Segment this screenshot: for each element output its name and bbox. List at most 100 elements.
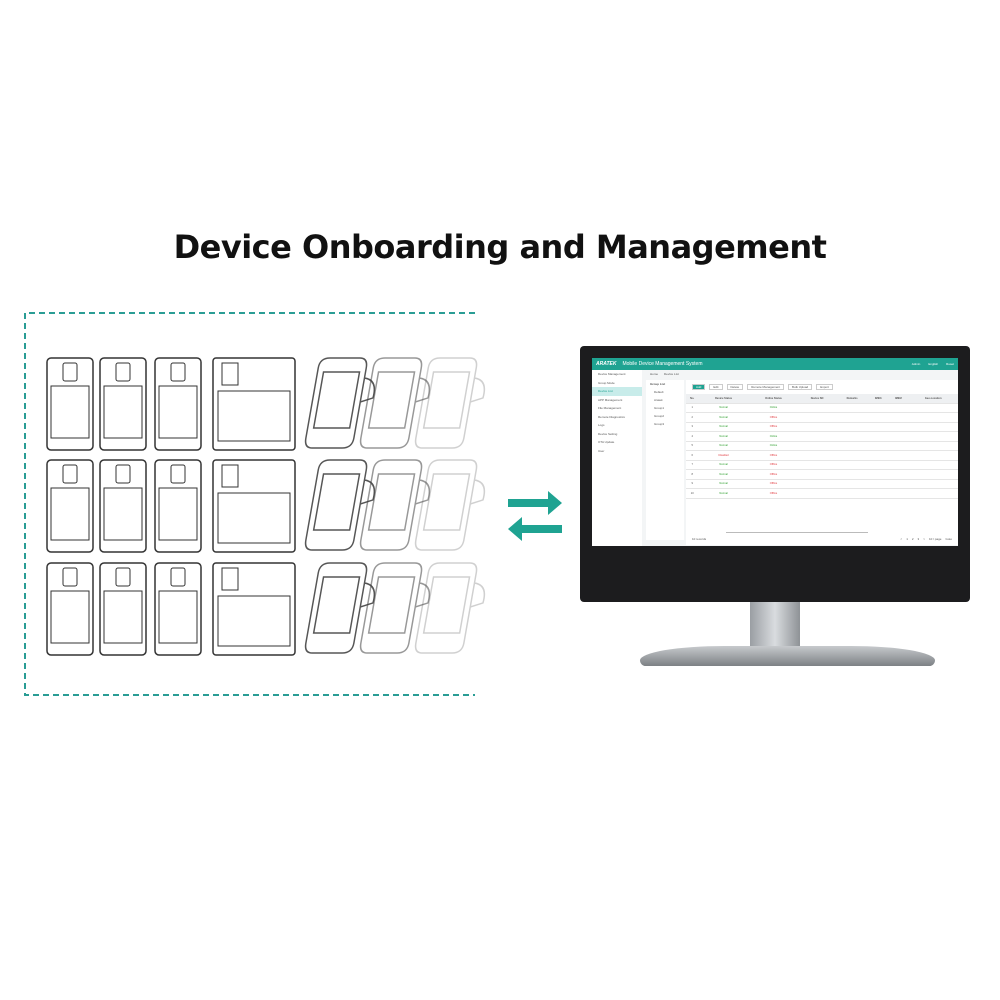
fingerprint-sensor-icon: [115, 362, 131, 382]
fingerprint-sensor-icon: [62, 567, 78, 587]
table-cell: [888, 441, 909, 451]
table-cell: [835, 460, 869, 470]
sidebar-item[interactable]: File Management: [598, 406, 622, 410]
horizontal-scrollbar[interactable]: [726, 531, 868, 533]
fingerprint-sensor-icon: [62, 464, 78, 484]
sidebar-item[interactable]: Logs: [598, 423, 605, 427]
table-cell: [888, 422, 909, 432]
toolbar-button[interactable]: Remote Management: [747, 384, 785, 390]
pager-item[interactable]: 1: [906, 537, 908, 541]
phone-device: [46, 459, 94, 553]
phone-device: [46, 357, 94, 451]
table-cell: [908, 441, 958, 451]
table-cell: Normal: [698, 469, 749, 480]
table-cell: [908, 422, 958, 432]
phone-device: [99, 357, 147, 451]
table-cell: 9: [686, 479, 699, 489]
phone-screen: [50, 590, 90, 644]
table-cell: [868, 412, 889, 423]
table-cell: [908, 460, 958, 470]
table-cell: [888, 460, 909, 470]
fingerprint-sensor-icon: [115, 464, 131, 484]
tablet-device: [212, 459, 296, 553]
bidirectional-arrows-icon: [508, 491, 562, 541]
tablet-device: [212, 357, 296, 451]
fingerprint-sensor-icon: [221, 362, 239, 386]
group-item[interactable]: Group1: [654, 406, 665, 410]
tab[interactable]: Device List: [664, 372, 679, 376]
table-cell: [798, 403, 836, 413]
pager-item[interactable]: 10 / page: [928, 537, 942, 541]
table-cell: Online: [748, 441, 799, 451]
sidebar-item[interactable]: Device Setting: [598, 431, 618, 436]
group-list-title: Group List: [650, 382, 666, 386]
group-item[interactable]: Group3: [654, 422, 665, 426]
header-action[interactable]: Reset: [946, 362, 954, 366]
handheld-device: [414, 562, 486, 654]
table-cell: [868, 441, 889, 451]
header-action[interactable]: English: [928, 362, 939, 366]
table-cell: [798, 412, 836, 423]
handheld-device: [304, 459, 376, 551]
phone-device: [99, 562, 147, 656]
toolbar-button[interactable]: Add: [692, 384, 706, 390]
sidebar-item[interactable]: Group Mode: [598, 380, 615, 385]
pager-item[interactable]: >: [923, 537, 925, 541]
table-cell: [798, 431, 836, 442]
pager-item[interactable]: 2: [911, 537, 914, 541]
phone-device: [154, 562, 202, 656]
tablet-screen: [217, 390, 291, 442]
sidebar-item[interactable]: OTA Update: [598, 440, 615, 444]
header-action[interactable]: Admin: [911, 362, 921, 366]
table-cell: [868, 479, 889, 489]
column-header: IMEI2: [888, 394, 909, 404]
fingerprint-sensor-icon: [221, 464, 239, 488]
toolbar-button[interactable]: Delete: [726, 384, 744, 390]
pager-item[interactable]: 3: [917, 537, 920, 541]
phone-screen: [103, 385, 143, 439]
group-item[interactable]: Default: [654, 390, 664, 394]
table-cell: 4: [686, 431, 699, 442]
toolbar-button[interactable]: Edit: [709, 384, 723, 390]
table-cell: [908, 469, 958, 480]
pager-item[interactable]: <: [900, 537, 903, 541]
phone-screen: [103, 487, 143, 541]
tablet-screen: [217, 595, 291, 647]
sidebar-item[interactable]: Device List: [592, 387, 642, 396]
table-cell: 8: [686, 469, 699, 480]
group-item[interactable]: Group2: [654, 414, 665, 418]
total-records: 10 records: [692, 537, 707, 541]
sidebar-item[interactable]: APP Management: [598, 397, 623, 402]
column-header: No.: [686, 394, 699, 404]
group-item[interactable]: Aratek: [654, 398, 663, 402]
phone-device: [99, 459, 147, 553]
table-cell: Offline: [748, 488, 799, 499]
pager-item[interactable]: Goto: [945, 537, 952, 541]
sidebar-item[interactable]: Remote Diagnostics: [598, 414, 625, 419]
handheld-device: [414, 459, 486, 551]
table-cell: 10: [686, 488, 699, 499]
toolbar-button[interactable]: Export: [816, 384, 833, 390]
table-cell: [888, 488, 909, 499]
toolbar-button[interactable]: Bulk Upload: [788, 384, 813, 390]
table-cell: [835, 422, 869, 432]
column-header: Device SN: [798, 394, 836, 404]
sidebar-item[interactable]: User: [598, 448, 605, 453]
sidebar-item[interactable]: Device Management: [598, 372, 626, 376]
tab[interactable]: Home: [650, 372, 659, 376]
column-header: IMEI1: [868, 394, 889, 404]
